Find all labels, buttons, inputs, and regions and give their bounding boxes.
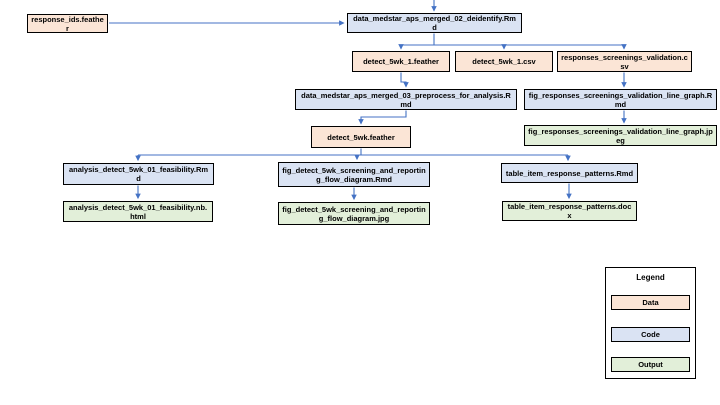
node-table-item-response-patterns-rmd: table_item_response_patterns.Rmd — [501, 163, 638, 183]
node-responses-screenings-validation-csv: responses_screenings_validation.csv — [557, 51, 692, 72]
edge-detect5wk-split-trunk — [138, 148, 568, 156]
node-detect-5wk-1-csv: detect_5wk_1.csv — [455, 51, 553, 72]
legend: Legend Data Code Output — [605, 267, 696, 379]
node-detect-5wk-1-feather: detect_5wk_1.feather — [352, 51, 450, 72]
node-analysis-feasibility-nb-html: analysis_detect_5wk_01_feasibility.nb.ht… — [63, 201, 213, 222]
node-fig-validation-line-graph-jpeg: fig_responses_screenings_validation_line… — [524, 125, 717, 146]
legend-title: Legend — [636, 273, 665, 282]
node-preprocess-rmd: data_medstar_aps_merged_03_preprocess_fo… — [295, 89, 517, 110]
node-deidentify-rmd: data_medstar_aps_merged_02_deidentify.Rm… — [347, 13, 522, 33]
legend-swatch-output: Output — [611, 357, 690, 372]
edge-preprocess-to-detect5wk-feather — [358, 110, 407, 125]
node-fig-validation-line-graph-rmd: fig_responses_screenings_validation_line… — [524, 89, 717, 110]
node-response-ids-feather: response_ids.feather — [27, 14, 108, 33]
node-fig-flow-diagram-rmd: fig_detect_5wk_screening_and_reporting_f… — [278, 162, 430, 187]
node-fig-flow-diagram-jpg: fig_detect_5wk_screening_and_reporting_f… — [278, 202, 430, 225]
legend-swatch-code: Code — [611, 327, 690, 342]
node-analysis-feasibility-rmd: analysis_detect_5wk_01_feasibility.Rmd — [63, 163, 214, 185]
node-detect-5wk-feather: detect_5wk.feather — [311, 126, 411, 148]
node-table-item-response-patterns-docx: table_item_response_patterns.docx — [502, 201, 637, 221]
edge-deidentify-split-trunk — [401, 33, 624, 46]
legend-swatch-data: Data — [611, 295, 690, 310]
edge-feather-to-preprocess — [400, 72, 409, 88]
